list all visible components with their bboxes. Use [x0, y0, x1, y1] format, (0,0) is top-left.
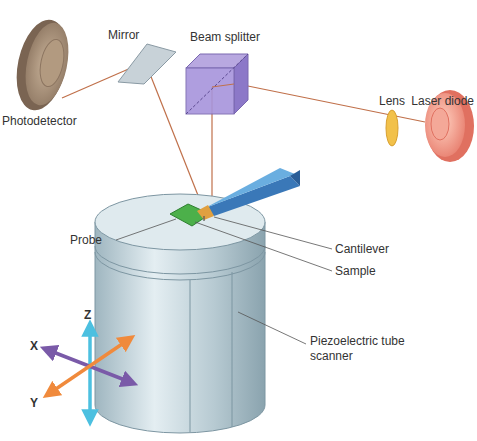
part-label: Probe [70, 233, 102, 248]
axis-label: Z [84, 308, 91, 323]
beam-splitter-symbol [186, 54, 248, 114]
part-label: Beam splitter [190, 30, 260, 45]
part-label: Photodetector [2, 114, 77, 129]
part-label: Laser diode [411, 94, 474, 109]
lens-symbol [386, 110, 398, 146]
part-label: Cantilever [335, 242, 389, 257]
part-label: Sample [335, 264, 376, 279]
axis-arrows [48, 328, 130, 418]
mirror-symbol [118, 44, 176, 84]
cantilever-symbol [197, 168, 300, 221]
photodetector-symbol [9, 15, 75, 115]
piezo-tube-symbol [95, 194, 265, 433]
axis-label: Y [30, 396, 38, 411]
part-label: Mirror [108, 28, 139, 43]
axis-label: X [30, 339, 38, 354]
part-label: Lens [379, 94, 405, 109]
part-label: Piezoelectric tube scanner [310, 334, 410, 364]
leader-line [116, 217, 332, 344]
